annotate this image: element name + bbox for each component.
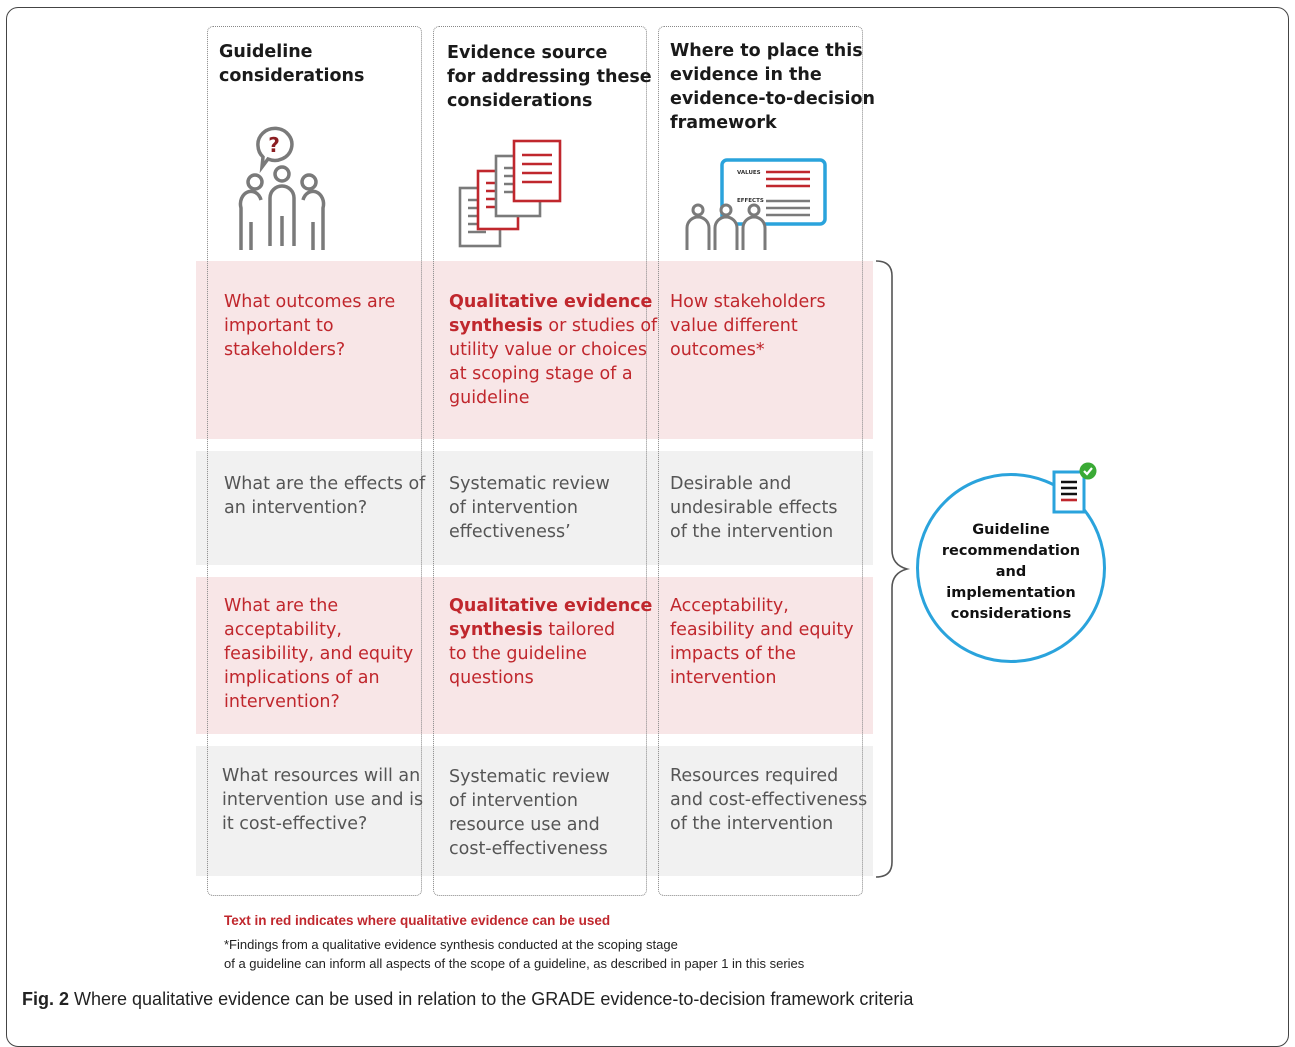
row4-etd-placement: Resources required and cost-effectivenes…: [670, 766, 868, 834]
figure-label: Fig. 2: [22, 989, 70, 1009]
row3-consideration: What are the acceptability, feasibility,…: [224, 596, 414, 712]
header-evidence-source: Evidence source for addressing these con…: [447, 43, 652, 111]
row-band-outcomes: [196, 261, 873, 439]
row1-consideration: What outcomes are important to stakehold…: [224, 292, 396, 360]
figure-caption-text: Where qualitative evidence can be used i…: [69, 989, 914, 1009]
svg-text:EFFECTS: EFFECTS: [737, 198, 764, 204]
footnote-line-1: *Findings from a qualitative evidence sy…: [224, 937, 678, 952]
row3-evidence-source: Qualitative evidence synthesis tailored …: [449, 596, 653, 688]
documents-stack-icon: [458, 139, 562, 248]
figure-caption: Fig. 2 Where qualitative evidence can be…: [22, 989, 913, 1010]
row1-evidence-source: Qualitative evidence synthesis or studie…: [449, 292, 658, 408]
row4-consideration: What resources will an intervention use …: [222, 766, 424, 834]
row1-etd-placement: How stakeholders value different outcome…: [670, 292, 826, 360]
red-text-note: Text in red indicates where qualitative …: [224, 913, 611, 928]
row3-etd-placement: Acceptability, feasibility and equity im…: [670, 596, 854, 688]
row4-evidence-source: Systematic review of intervention resour…: [449, 767, 610, 859]
svg-text:?: ?: [268, 133, 280, 157]
column-evidence-source: [433, 26, 647, 896]
column-etd-placement: [658, 26, 863, 896]
row2-evidence-source: Systematic review of intervention effect…: [449, 474, 610, 542]
footnote-line-2: of a guideline can inform all aspects of…: [224, 956, 805, 971]
header-etd-placement: Where to place this evidence in the evid…: [670, 41, 875, 133]
svg-text:VALUES: VALUES: [737, 170, 761, 176]
header-guideline-considerations: Guideline considerations: [219, 42, 365, 86]
stakeholders-question-icon: ?: [238, 126, 326, 250]
curly-brace: [875, 260, 911, 878]
row-band-acceptability: [196, 577, 873, 734]
recommendation-text: Guideline recommendation and implementat…: [941, 522, 1081, 622]
row2-consideration: What are the effects of an intervention?: [224, 474, 426, 518]
row2-etd-placement: Desirable and undesirable effects of the…: [670, 474, 838, 542]
row-band-effects: [196, 451, 873, 565]
stakeholders-board-icon: VALUES EFFECTS: [685, 158, 827, 250]
column-guideline-considerations: [207, 26, 422, 896]
row-band-resources: [196, 746, 873, 876]
recommendation-document-check-icon: [1052, 462, 1097, 514]
